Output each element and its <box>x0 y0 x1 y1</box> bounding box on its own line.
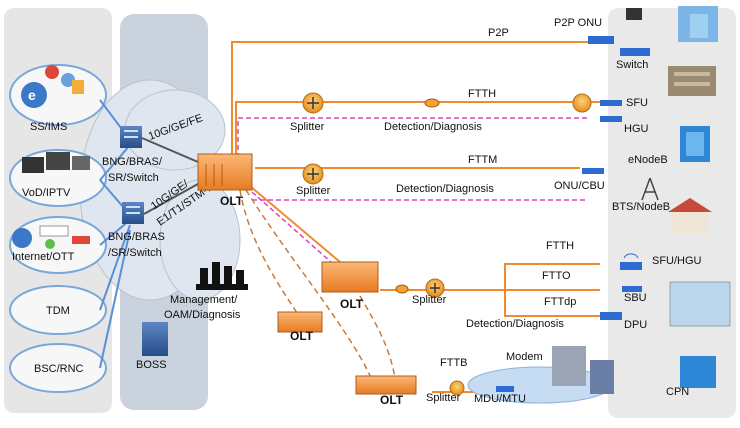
bng-switch-1-label-line1: BNG/BRAS/ <box>102 156 163 168</box>
internet-ott-icon <box>12 225 90 249</box>
ftth-top-label: FTTH <box>468 88 496 100</box>
enodeb-label: eNodeB <box>628 154 668 166</box>
fttdp-label: FTTdp <box>544 296 576 308</box>
splitter-1-icon <box>302 92 324 114</box>
splitter-2-label: Splitter <box>296 185 331 197</box>
ftto-label: FTTO <box>542 270 571 282</box>
bsc-rnc-label: BSC/RNC <box>34 363 84 375</box>
mdu-mtu-icon <box>496 386 514 392</box>
boss-label: BOSS <box>136 359 167 371</box>
core-cloud <box>79 79 241 301</box>
tower-icon <box>641 177 659 201</box>
svg-text:e: e <box>28 87 36 103</box>
splitter-3-label: Splitter <box>412 294 447 306</box>
splitter-3-icon <box>425 278 445 298</box>
hgu-icon <box>600 116 622 122</box>
fiber-lines <box>231 41 600 393</box>
ss-ims-label: SS/IMS <box>30 121 67 133</box>
house-icon <box>668 198 712 234</box>
p2p-onu-label: P2P ONU <box>554 17 602 29</box>
fttm-label: FTTM <box>468 154 497 166</box>
olt-4-label: OLT <box>380 393 404 407</box>
olt-2-label: OLT <box>340 297 364 311</box>
uplinks <box>141 137 206 215</box>
olt-2-icon <box>321 261 379 293</box>
bng-switch-1-icon <box>120 126 142 148</box>
tdm-label: TDM <box>46 305 70 317</box>
tower-block-icon <box>590 360 614 394</box>
detection-label-2: Detection/Diagnosis <box>396 183 494 195</box>
boss-icon <box>142 322 168 356</box>
bng-switch-1-label-line2: SR/Switch <box>108 172 159 184</box>
building-1-icon <box>678 6 718 42</box>
bng-switch-2-label-line1: BNG/BRAS <box>108 231 165 243</box>
splitter-2-icon <box>302 163 324 185</box>
internet-ott-label: Internet/OTT <box>12 251 75 263</box>
sfu-hgu-label: SFU/HGU <box>652 255 702 267</box>
vod-iptv-label: VoD/IPTV <box>22 187 71 199</box>
olt-4-icon <box>355 375 417 395</box>
dashed-orange-lines <box>239 189 396 381</box>
onu-cbu-label: ONU/CBU <box>554 180 605 192</box>
onu-cbu-icon <box>582 168 604 174</box>
bts-nodeb-label: BTS/NodeB <box>612 201 670 213</box>
dpu-label: DPU <box>624 319 647 331</box>
management-icon <box>196 262 248 290</box>
sfu-label: SFU <box>626 97 648 109</box>
detection-marker-1-icon <box>424 98 440 108</box>
cpn-building-icon <box>680 356 716 388</box>
vod-iptv-icon <box>22 152 90 173</box>
service-links <box>99 99 131 369</box>
mdu-mtu-label: MDU/MTU <box>474 393 526 405</box>
home-network-icon <box>669 281 731 327</box>
detection-label-1: Detection/Diagnosis <box>384 121 482 133</box>
splitter-1-label: Splitter <box>290 121 325 133</box>
building-2-icon <box>668 66 716 96</box>
bng-switch-2-icon <box>122 202 144 224</box>
olt-main-icon <box>197 153 253 191</box>
olt-3-label: OLT <box>290 329 314 343</box>
splitter-4-label: Splitter <box>426 392 461 404</box>
sbu-icon <box>622 286 642 292</box>
sfu-icon <box>600 100 622 106</box>
ftth-mid-label: FTTH <box>546 240 574 252</box>
detection-label-3: Detection/Diagnosis <box>466 318 564 330</box>
ss-ims-icon: e <box>21 65 84 108</box>
hgu-label: HGU <box>624 123 649 135</box>
management-label-line2: OAM/Diagnosis <box>164 309 241 321</box>
olt-main-label: OLT <box>220 194 244 208</box>
management-label-line1: Management/ <box>170 294 238 306</box>
splitter-4-icon <box>449 380 465 396</box>
switch-label: Switch <box>616 59 648 71</box>
sfu-hgu-wifi-icon <box>620 253 642 270</box>
dashed-magenta-lines <box>237 117 590 271</box>
splitter-5-icon <box>572 93 592 113</box>
detection-marker-2-icon <box>395 284 409 294</box>
fttb-label: FTTB <box>440 357 468 369</box>
switch-icon <box>620 48 650 56</box>
olt-3-icon <box>277 311 323 333</box>
building-3-icon <box>680 126 710 162</box>
modem-label: Modem <box>506 351 543 363</box>
phone-icon <box>626 8 642 20</box>
cpn-label: CPN <box>666 386 689 398</box>
dpu-icon <box>600 312 622 320</box>
bng-switch-2-label-line2: /SR/Switch <box>108 247 162 259</box>
p2p-link-label: P2P <box>488 27 509 39</box>
sbu-label: SBU <box>624 292 647 304</box>
p2p-onu-icon <box>588 36 614 44</box>
modem-building-icon <box>552 346 586 386</box>
